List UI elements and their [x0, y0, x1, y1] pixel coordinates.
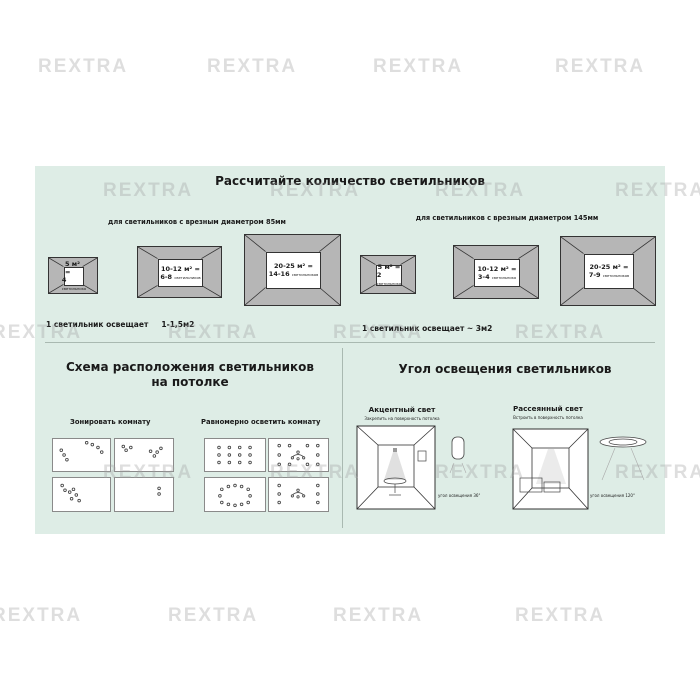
watermark: REXTRA: [168, 605, 259, 626]
zoning-scheme-4: [114, 477, 174, 512]
room-area: 10-12 м² =: [477, 264, 517, 273]
room-count: 2: [376, 271, 382, 279]
diffuse-angle-note: угол освещения 120°: [590, 493, 635, 498]
layout-section-title-line1: Схема расположения светильников: [65, 360, 315, 374]
zoning-scheme-1: [52, 438, 111, 472]
room-5m2-145mm: 5 м² = 2 светильника: [360, 255, 416, 294]
room-count-unit: светильника: [491, 275, 517, 280]
watermark: REXTRA: [0, 605, 83, 626]
room-area: 10-12 м² =: [161, 264, 200, 273]
watermark: REXTRA: [515, 605, 606, 626]
room-10-12m2-85mm: 10-12 м² = 6-8 светильников: [137, 246, 222, 298]
accent-angle-note: угол освещения 36°: [438, 493, 481, 498]
watermark: REXTRA: [38, 56, 129, 77]
room-5m2-85mm: 5 м² = 4 светильника: [48, 257, 98, 294]
room-count: 6-8: [160, 272, 173, 281]
room-count-unit: светильников: [602, 274, 630, 278]
room-area: 20-25 м² =: [274, 262, 313, 270]
room-count: 4: [61, 276, 67, 284]
accent-lamp-icon: [449, 436, 467, 474]
accent-light-subtitle: Закрепить на поверхность потолка: [364, 416, 440, 421]
room-count: 7-9: [588, 271, 601, 279]
room-20-25m2-85mm: 20-25 м² = 14-16 светильников: [244, 234, 341, 306]
room-count-unit: светильника: [376, 282, 402, 286]
accent-room-illustration: [356, 425, 436, 510]
section-divider: [342, 348, 343, 528]
even-scheme-4: [268, 477, 329, 512]
zoning-label: Зонировать комнату: [70, 418, 151, 426]
angle-section-title: Угол освещения светильников: [398, 362, 612, 376]
zoning-scheme-2: [114, 438, 174, 472]
layout-section-title-line2: на потолке: [151, 375, 229, 389]
left-coverage-note: 1 светильник освещает 1-1,5м2: [46, 320, 195, 329]
room-count-unit: светильников: [291, 273, 319, 277]
even-scheme-3: [204, 477, 266, 512]
zoning-scheme-3: [52, 477, 111, 512]
count-section-title: Рассчитайте количество светильников: [215, 174, 485, 188]
room-area: 5 м² =: [377, 263, 401, 271]
room-count-unit: светильников: [174, 275, 201, 280]
room-count-unit: светильника: [61, 287, 87, 291]
even-scheme-2: [268, 438, 329, 472]
right-coverage-note: 1 светильник освещает ~ 3м2: [362, 324, 493, 333]
diffuse-room-illustration: [512, 428, 589, 510]
room-count: 3-4: [477, 272, 490, 281]
watermark: REXTRA: [373, 56, 464, 77]
room-count: 14-16: [268, 270, 290, 278]
room-10-12m2-145mm: 10-12 м² = 3-4 светильника: [453, 245, 539, 299]
even-scheme-1: [204, 438, 266, 472]
diffuse-light-title: Рассеянный свет: [513, 404, 583, 413]
accent-light-title: Акцентный свет: [368, 405, 436, 414]
room-area: 5 м² =: [65, 260, 80, 276]
diffuse-lamp-icon: [599, 436, 647, 481]
watermark: REXTRA: [207, 56, 298, 77]
right-subtitle: для светильников с врезным диаметром 145…: [415, 214, 599, 222]
left-subtitle: для светильников с врезным диаметром 85м…: [108, 218, 286, 226]
room-20-25m2-145mm: 20-25 м² = 7-9 светильников: [560, 236, 656, 306]
room-area: 20-25 м² =: [589, 263, 629, 271]
diffuse-light-subtitle: Встроить в поверхность потолка: [513, 415, 583, 420]
even-label: Равномерно осветить комнату: [201, 418, 321, 426]
section-divider: [45, 342, 655, 343]
watermark: REXTRA: [555, 56, 646, 77]
watermark: REXTRA: [333, 605, 424, 626]
